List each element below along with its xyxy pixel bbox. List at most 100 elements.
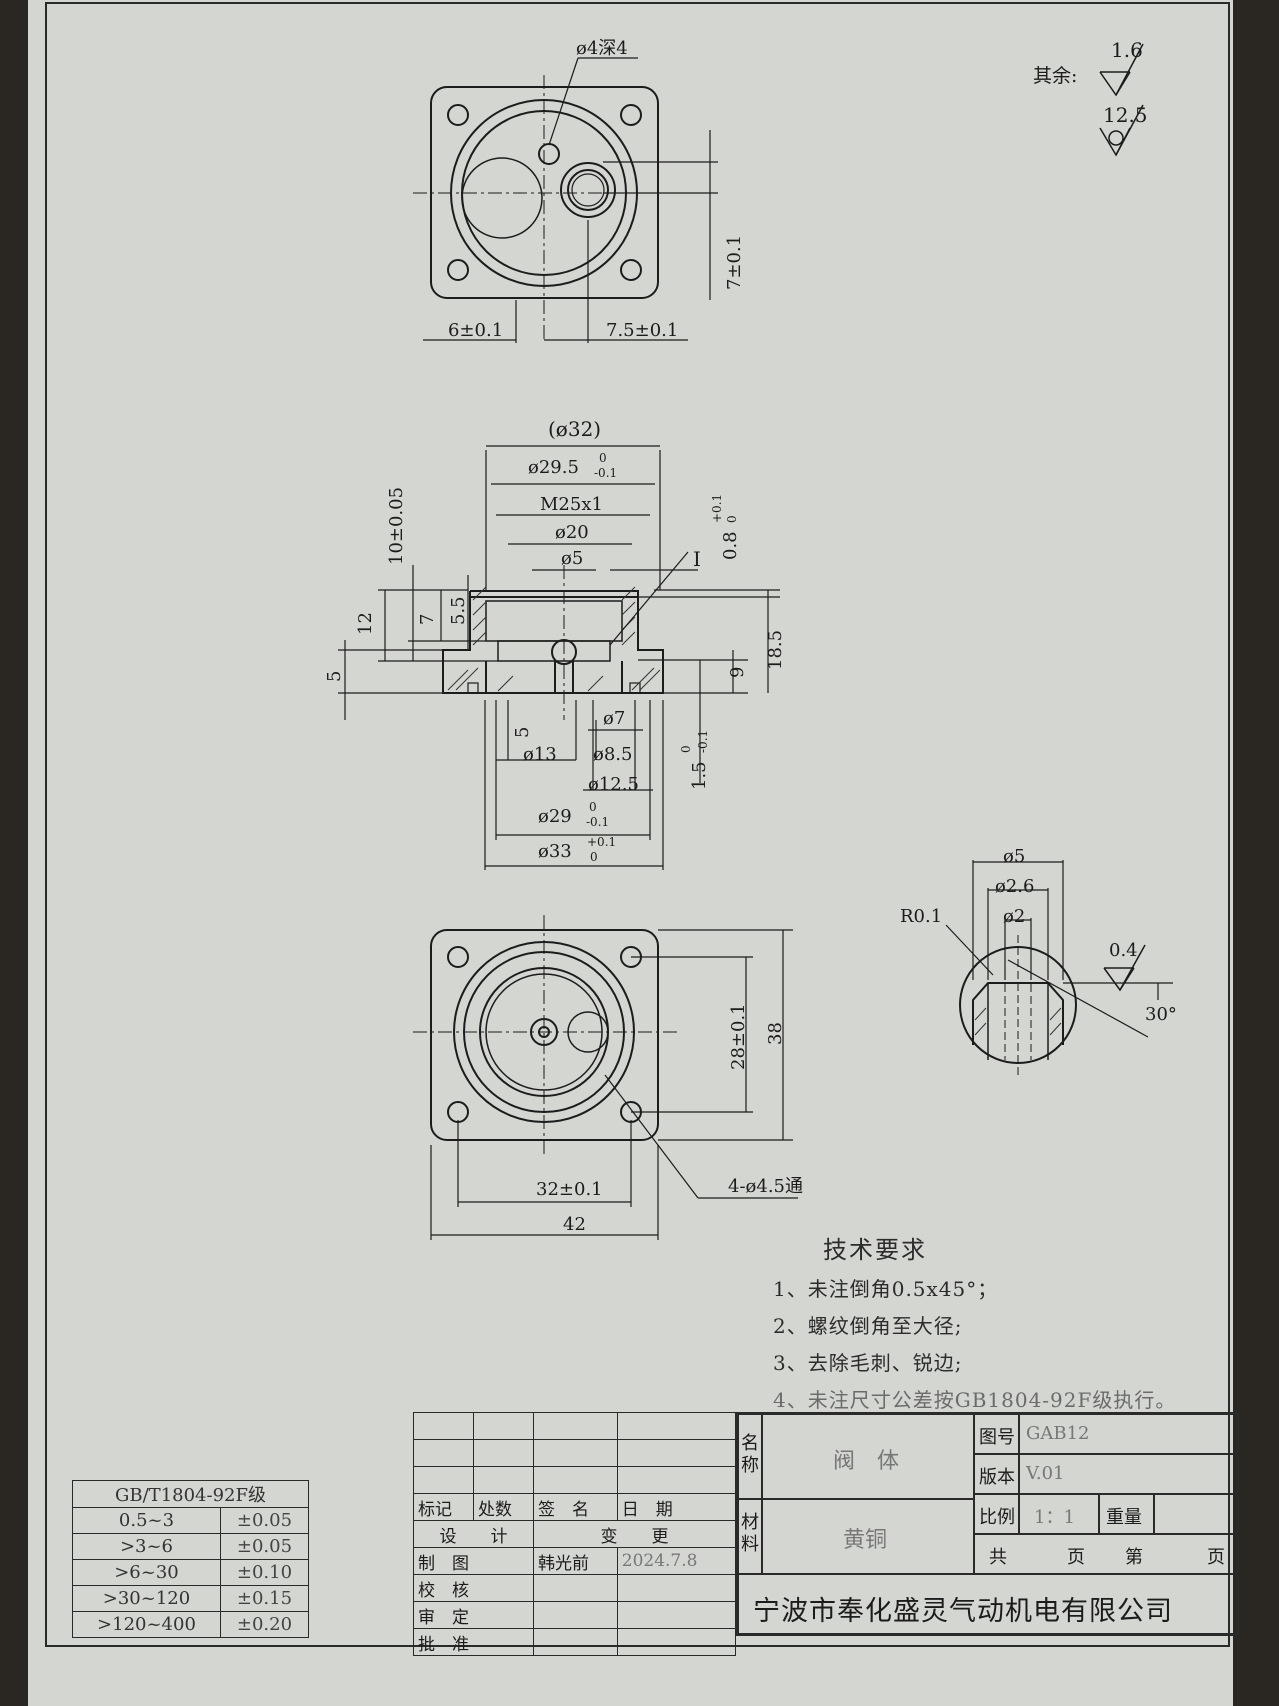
tech-item-2: 2、螺纹倒角至大径; <box>773 1314 963 1338</box>
dim-28: 28±0.1 <box>728 1003 749 1070</box>
tb-material-label: 材料 <box>741 1512 759 1555</box>
tb-part-name-cell: 阀 体 <box>762 1414 974 1499</box>
top-view <box>413 57 718 343</box>
tol-value: ±0.05 <box>219 1507 310 1534</box>
dim-d8-5: ø8.5 <box>593 744 632 765</box>
tb-dwgno-label-cell: 图号 <box>974 1414 1019 1454</box>
dim-6: 6±0.1 <box>448 320 503 341</box>
tb-dwgno-label: 图号 <box>979 1427 1015 1448</box>
dim-d33-up: +0.1 <box>587 835 616 849</box>
detail-d5: ø5 <box>1003 846 1025 867</box>
tol-range: >6~30 <box>72 1559 221 1586</box>
tb-nth: 第 <box>1125 1547 1143 1568</box>
dim-0-8-up: +0.1 <box>710 494 724 523</box>
dim-32: 32±0.1 <box>536 1179 603 1200</box>
tb-material-label-cell: 材料 <box>738 1499 762 1574</box>
tol-range: >120~400 <box>72 1611 221 1638</box>
detail-d2-6: ø2.6 <box>995 876 1034 897</box>
tb-total: 共 <box>989 1547 1007 1568</box>
tb-scale-cell: 1：1 <box>1019 1494 1099 1534</box>
tech-item-3: 3、去除毛刺、锐边; <box>773 1351 963 1375</box>
tb-design: 设 计 <box>412 1520 535 1548</box>
tb-scale-label: 比例 <box>979 1507 1015 1528</box>
detail-view <box>945 860 1173 1075</box>
dim-0-8-lo: 0 <box>725 515 739 523</box>
dim-1-5: 1.5 <box>689 761 710 790</box>
dim-thread: M25x1 <box>540 494 603 515</box>
holes-note: 4-ø4.5通 <box>728 1176 803 1197</box>
tb-weight-label-cell: 重量 <box>1099 1494 1154 1534</box>
detail-mark: I <box>693 547 701 571</box>
tol-value: ±0.15 <box>219 1585 310 1612</box>
drawing-svg: ø4深4 6±0.1 7.5±0.1 7±0.1 其余: 1.6 12.5 (ø… <box>324 38 1177 1240</box>
dim-5-5: 5.5 <box>448 596 469 625</box>
tb-material-cell: 黄铜 <box>762 1499 974 1574</box>
dim-1-5-lo: -0.1 <box>696 730 710 753</box>
dim-38: 38 <box>765 1022 786 1045</box>
tb-date: 日 期 <box>616 1493 737 1521</box>
tb-check: 校 核 <box>412 1574 535 1602</box>
hole-note: ø4深4 <box>576 38 628 59</box>
tol-value: ±0.10 <box>219 1559 310 1586</box>
dim-d7: ø7 <box>603 708 625 729</box>
tol-range: 0.5~3 <box>72 1507 221 1534</box>
dim-d29-up: 0 <box>589 800 597 814</box>
detail-finish: 0.4 <box>1109 940 1138 961</box>
tech-requirements: 技术要求 1、未注倒角0.5x45°； 2、螺纹倒角至大径; 3、去除毛刺、锐边… <box>773 1230 1176 1421</box>
finish-label: 其余: <box>1033 65 1077 87</box>
tech-item-1: 1、未注倒角0.5x45°； <box>773 1277 999 1301</box>
detail-d2: ø2 <box>1003 906 1025 927</box>
tb-dwgno-cell: GAB12 <box>1019 1414 1237 1454</box>
dim-1-5-up: 0 <box>679 745 693 753</box>
dim-d33: ø33 <box>538 841 572 862</box>
tb-place: 处数 <box>473 1493 535 1521</box>
tb-dwgno: GAB12 <box>1026 1423 1090 1444</box>
tb-review: 审 定 <box>412 1601 535 1629</box>
tb-drawer: 韩光前 <box>533 1547 618 1575</box>
tb-company: 宁波市奉化盛灵气动机电有限公司 <box>753 1596 1173 1627</box>
tb-approve: 批 准 <box>412 1628 535 1656</box>
dim-d29-5-lo: -0.1 <box>594 466 617 480</box>
dim-0-8: 0.8 <box>720 531 741 560</box>
tb-version-label: 版本 <box>979 1467 1015 1488</box>
tol-value: ±0.05 <box>219 1533 310 1560</box>
tb-name-label: 名称 <box>741 1433 759 1476</box>
dim-d29-lo: -0.1 <box>586 815 609 829</box>
dim-18-5: 18.5 <box>765 630 786 670</box>
dim-7: 7±0.1 <box>724 235 745 290</box>
tb-pages-cell: 共 页 第 页 <box>974 1534 1237 1574</box>
dim-42: 42 <box>563 1214 586 1235</box>
tol-range: >30~120 <box>72 1585 221 1612</box>
drawing-sheet: ø4深4 6±0.1 7.5±0.1 7±0.1 其余: 1.6 12.5 (ø… <box>28 0 1239 1706</box>
tb-material: 黄铜 <box>843 1528 888 1553</box>
tb-draw: 制 图 <box>412 1547 535 1575</box>
dim-7-5: 7.5±0.1 <box>606 320 678 341</box>
tb-draw-date: 2024.7.8 <box>616 1547 737 1575</box>
tb-change: 变 更 <box>533 1520 736 1548</box>
tb-version-cell: V.01 <box>1019 1454 1237 1494</box>
tb-version-label-cell: 版本 <box>974 1454 1019 1494</box>
dim-5: 5 <box>324 671 345 682</box>
tol-value: ±0.20 <box>219 1611 310 1638</box>
dim-10: 10±0.05 <box>386 487 407 565</box>
tb-sign: 签 名 <box>533 1493 618 1521</box>
dim-d32: (ø32) <box>548 417 601 441</box>
tolerance-header: GB/T1804-92F级 <box>72 1480 309 1508</box>
dim-d12-5: ø12.5 <box>588 774 639 795</box>
dim-d29: ø29 <box>538 806 572 827</box>
tb-page: 页 <box>1067 1547 1085 1568</box>
tb-scale-label-cell: 比例 <box>974 1494 1019 1534</box>
tb-mark: 标记 <box>412 1493 475 1521</box>
tb-page2: 页 <box>1207 1547 1225 1568</box>
detail-angle: 30° <box>1145 1004 1177 1025</box>
surface-finish-symbols <box>1099 43 1146 992</box>
dim-9: 9 <box>727 667 748 678</box>
detail-radius: R0.1 <box>900 906 942 927</box>
dim-5b: 5 <box>512 727 533 738</box>
dim-d29-5: ø29.5 <box>528 457 579 478</box>
dim-d13: ø13 <box>523 744 557 765</box>
tolerance-table: GB/T1804-92F级 0.5~3±0.05 >3~6±0.05 >6~30… <box>72 1480 310 1638</box>
title-block-right: 名称 阀 体 材料 黄铜 图号 GAB12 版本 V.01 比例 1：1 重量 … <box>736 1412 1239 1636</box>
title-block-left: 标记 处数 签 名 日 期 设 计 变 更 制 图 韩光前 2024.7.8 校… <box>412 1412 737 1656</box>
dim-7h: 7 <box>417 614 438 625</box>
